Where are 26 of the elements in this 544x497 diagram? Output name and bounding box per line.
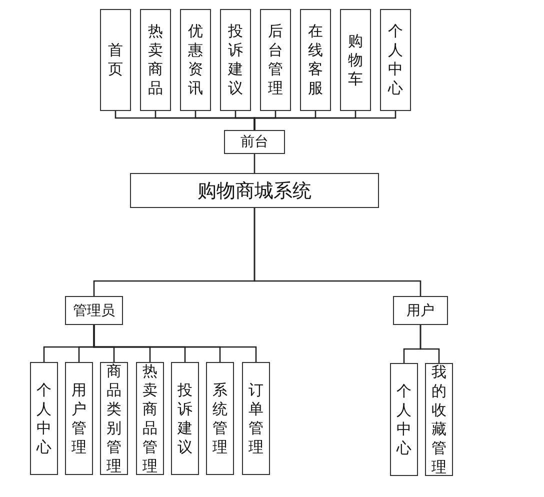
connector-line [420, 325, 440, 363]
module-box: 管理员 [65, 296, 123, 325]
connector-line [254, 111, 396, 130]
module-box: 后台管理 [260, 9, 291, 111]
module-box: 用户 [393, 296, 448, 325]
module-box: 投诉建议 [220, 9, 251, 111]
module-box: 投诉建议 [171, 362, 199, 475]
module-box: 优惠资讯 [180, 9, 211, 111]
module-box: 个人中心 [380, 9, 411, 111]
module-box: 我的收藏管理 [425, 363, 453, 476]
module-box: 首页 [100, 9, 131, 111]
module-box: 购物车 [340, 9, 371, 111]
module-box: 商品类别管理 [100, 362, 128, 475]
connector-line [93, 325, 257, 362]
module-box: 热卖商品管理 [136, 362, 164, 475]
module-box: 热卖商品 [140, 9, 171, 111]
module-box: 订单管理 [242, 362, 270, 475]
connector-line [254, 154, 256, 173]
module-box: 系统管理 [206, 362, 234, 475]
module-box: 购物商城系统 [130, 173, 379, 208]
module-box: 前台 [224, 130, 285, 154]
module-box: 个人中心 [390, 363, 418, 476]
module-box: 用户管理 [65, 362, 93, 475]
module-box: 在线客服 [300, 9, 331, 111]
connector-line [254, 208, 422, 296]
module-box: 个人中心 [30, 362, 58, 475]
